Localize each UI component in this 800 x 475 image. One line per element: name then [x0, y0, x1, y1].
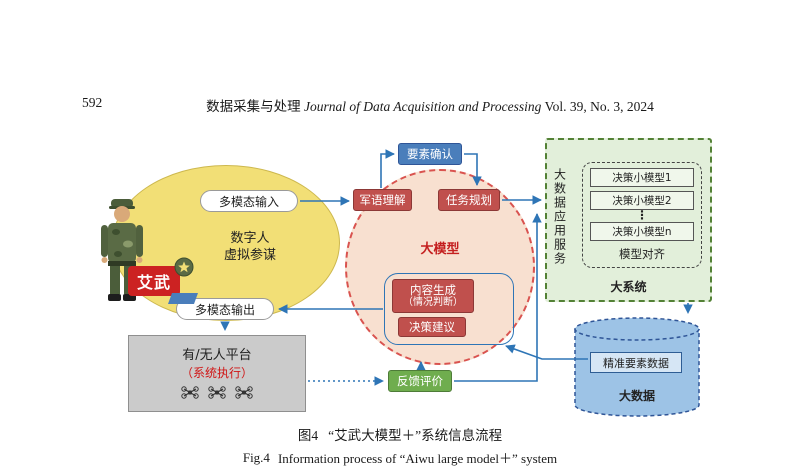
- military-language-label: 军语理解: [359, 193, 406, 207]
- large-model-title: 大模型: [420, 242, 460, 257]
- multimodal-input-label: 多模态输入: [218, 194, 279, 209]
- big-data-label: 大数据: [618, 389, 655, 403]
- element-confirm-box: 要素确认: [398, 143, 462, 165]
- multimodal-input-pill: 多模态输入: [200, 190, 298, 212]
- drone-icon: [208, 386, 226, 399]
- ellipsis-dots: ⋮: [636, 208, 648, 222]
- figure-title-cn: “艾武大模型＋”系统信息流程: [328, 428, 503, 443]
- figure-caption-en: Fig.4 Information process of “Aiwu large…: [0, 448, 800, 467]
- logo-ribbon-shape: [167, 293, 199, 304]
- aiwu-logo: 艾武: [128, 266, 180, 296]
- decision-suggestion-label: 决策建议: [409, 320, 455, 334]
- feedback-evaluation-box: 反馈评价: [388, 370, 452, 392]
- feedback-evaluation-label: 反馈评价: [397, 374, 443, 388]
- element-confirm-label: 要素确认: [407, 147, 453, 161]
- big-system-box: [545, 138, 712, 302]
- aiwu-logo-text: 艾武: [136, 273, 171, 292]
- drone-icons-row: [128, 386, 306, 399]
- content-generation-box: 内容生成 （情况判断）: [392, 279, 474, 313]
- figure-number-cn: 图4: [297, 428, 319, 443]
- journal-name-cn: 数据采集与处理: [206, 99, 301, 114]
- soldier-avatar-image: [101, 199, 143, 301]
- journal-name-en: Journal of Data Acquisition and Processi…: [304, 99, 542, 114]
- drone-icon: [235, 386, 253, 399]
- small-model-n-label: 决策小模型n: [612, 226, 672, 238]
- virtual-staff-label: 虚拟参谋: [223, 248, 276, 263]
- figure-caption-cn: 图4 “艾武大模型＋”系统信息流程: [0, 424, 800, 444]
- decision-suggestion-box: 决策建议: [398, 317, 466, 337]
- figure-title-en: Information process of “Aiwu large model…: [277, 451, 558, 466]
- small-model-1-label: 决策小模型1: [612, 172, 672, 184]
- small-model-1-box: 决策小模型1: [590, 168, 694, 187]
- task-planning-box: 任务规划: [438, 189, 500, 211]
- military-language-box: 军语理解: [353, 189, 412, 211]
- journal-issue: Vol. 39, No. 3, 2024: [544, 99, 654, 114]
- model-alignment-label: 模型对齐: [619, 247, 665, 261]
- military-badge-icon: [174, 257, 194, 277]
- content-generation-label: 内容生成: [410, 282, 456, 297]
- precise-element-data-box: 精准要素数据: [590, 352, 682, 373]
- drone-icon: [181, 386, 199, 399]
- situation-judgment-label: （情况判断）: [403, 296, 463, 308]
- digital-human-label: 数字人: [230, 231, 270, 246]
- small-model-n-box: 决策小模型n: [590, 222, 694, 241]
- precise-element-data-label: 精准要素数据: [603, 356, 669, 370]
- platform-box: [128, 335, 306, 412]
- bigdata-service-vertical-label: 大数据应用服务: [552, 168, 567, 266]
- platform-title: 有/无人平台: [182, 348, 252, 363]
- big-system-label: 大系统: [610, 280, 647, 294]
- multimodal-output-label: 多模态输出: [194, 302, 255, 317]
- small-models-outline: [582, 162, 702, 268]
- journal-header: 数据采集与处理 Journal of Data Acquisition and …: [150, 95, 710, 115]
- figure-number-en: Fig.4: [242, 449, 270, 465]
- multimodal-output-pill: 多模态输出: [176, 298, 274, 320]
- small-model-2-label: 决策小模型2: [612, 195, 672, 207]
- system-execution-label: （系统执行）: [180, 366, 253, 380]
- page-number: 592: [82, 95, 103, 110]
- small-model-2-box: 决策小模型2: [590, 191, 694, 210]
- task-planning-label: 任务规划: [446, 193, 492, 207]
